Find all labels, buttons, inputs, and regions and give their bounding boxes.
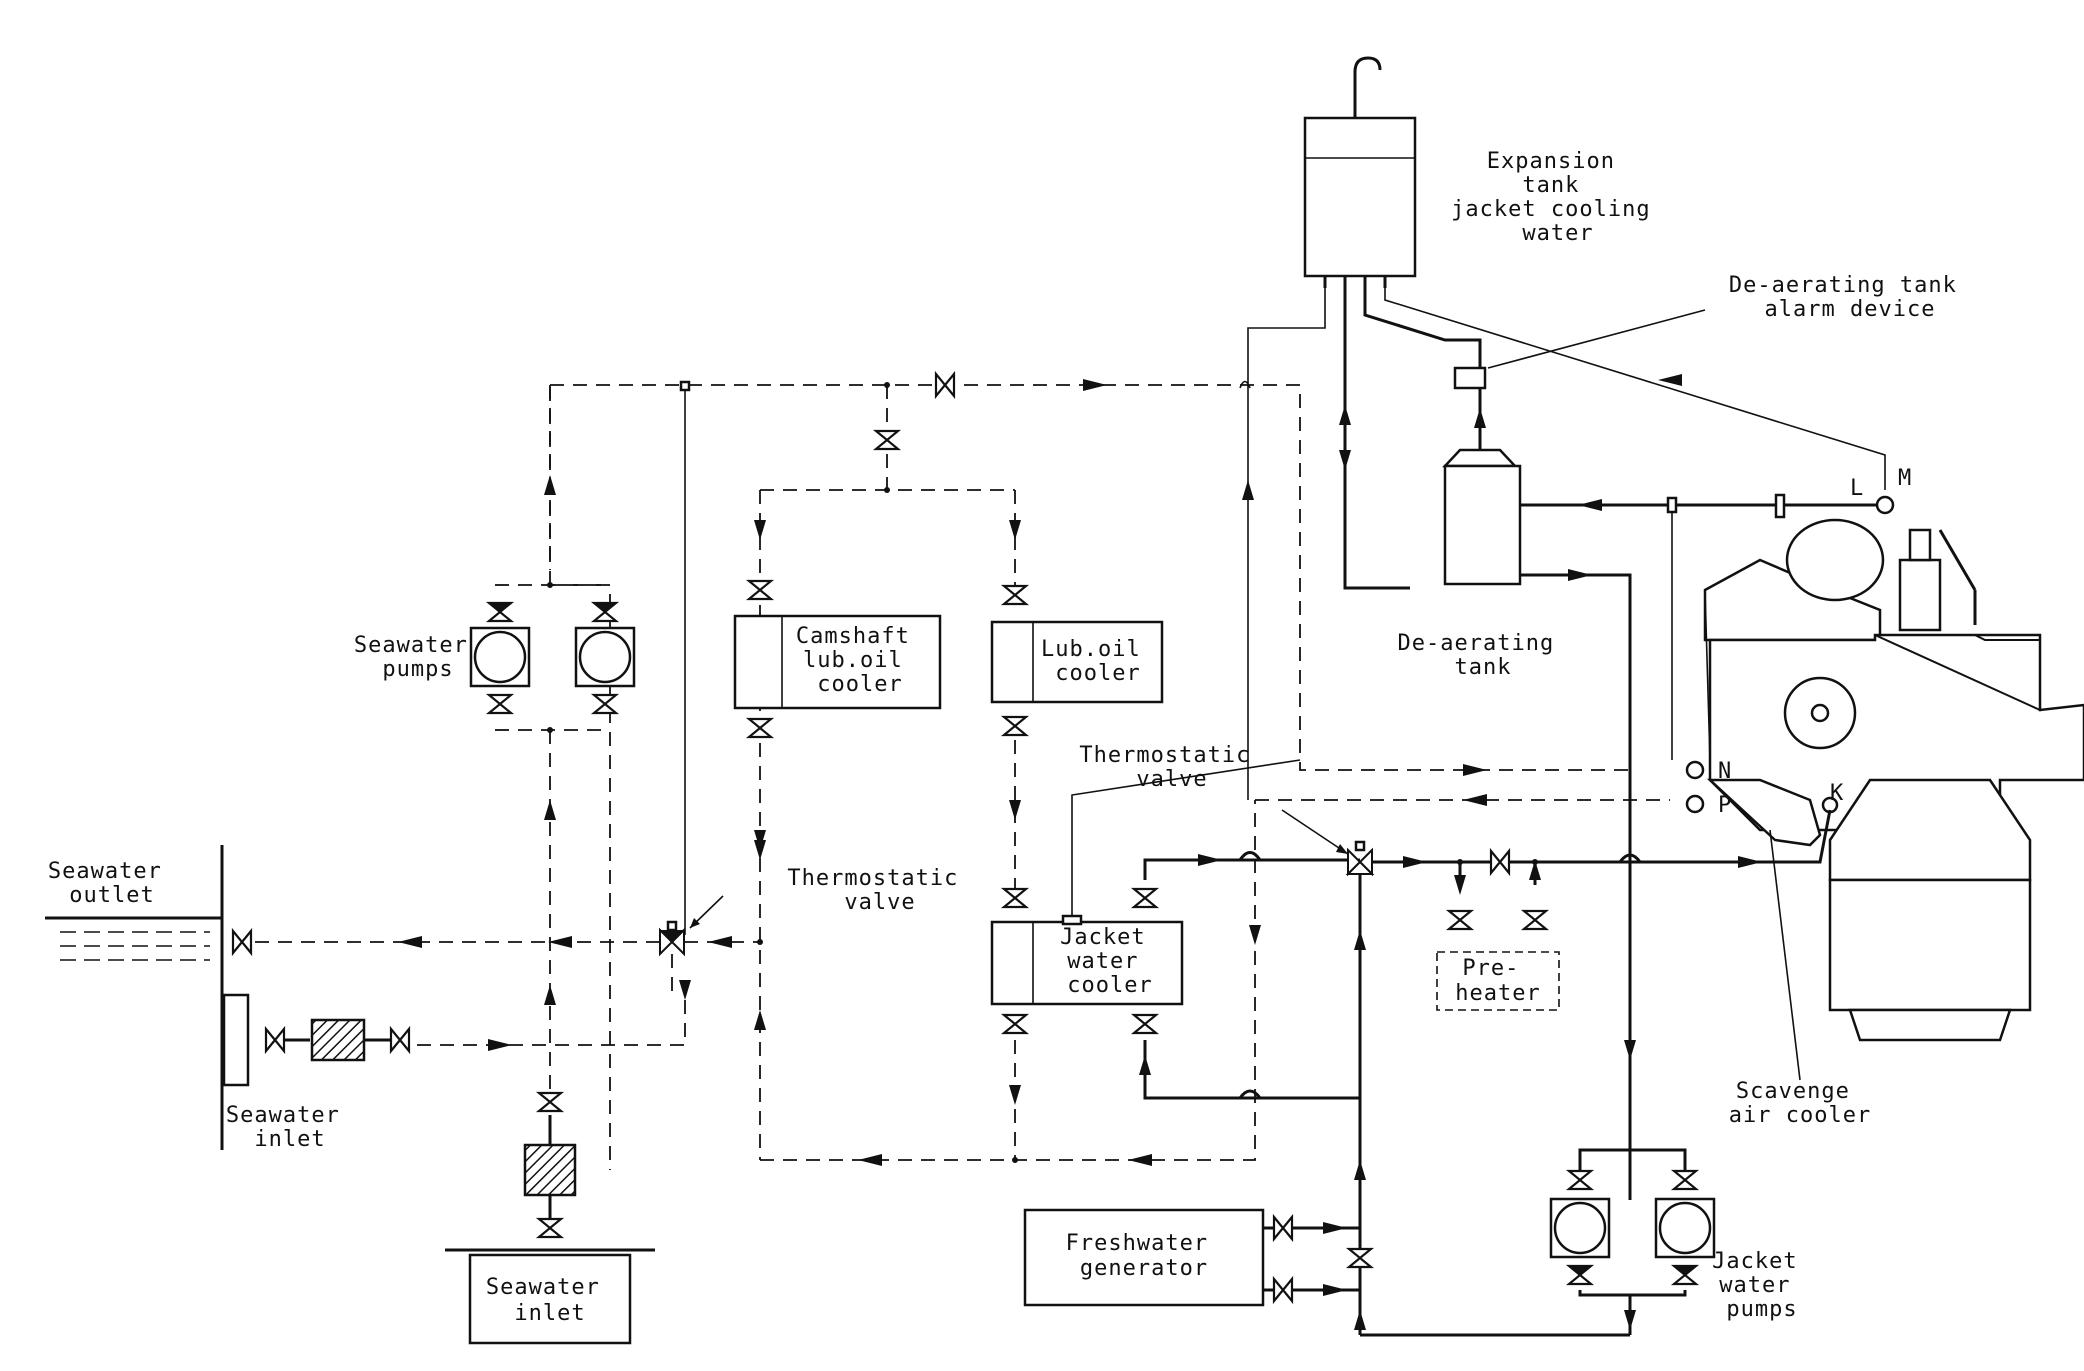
alarm-leader bbox=[1487, 309, 1706, 369]
scavenge-air-cooler-label: Scavenge air cooler bbox=[1729, 1079, 1871, 1128]
jacket-cooler-outlet bbox=[1143, 858, 1360, 880]
connection-K: K bbox=[1830, 781, 1844, 806]
connection-L-port bbox=[1875, 495, 1895, 515]
deaerating-tank bbox=[1442, 448, 1530, 586]
expansion-tank bbox=[1303, 56, 1417, 288]
seawater-inlet-box bbox=[468, 1253, 632, 1345]
jacket-supply-to-engine bbox=[1372, 809, 1832, 864]
connection-N: N bbox=[1718, 759, 1732, 784]
seawater-bottom-return bbox=[760, 800, 1256, 1161]
engine bbox=[1703, 518, 2084, 1042]
seawater-inlet-bottom-label: Seawater inlet bbox=[486, 1275, 614, 1326]
sea-chest-side bbox=[222, 993, 250, 1087]
freshwater-generator bbox=[1023, 1208, 1265, 1307]
jacket-water-pumps-label: Jacket water pumps bbox=[1712, 1249, 1812, 1322]
jacket-water-return-pipe bbox=[1530, 573, 1632, 1200]
connection-N-port bbox=[1685, 760, 1705, 780]
lub-oil-cooler bbox=[990, 620, 1164, 704]
camshaft-lub-oil-cooler bbox=[733, 614, 942, 710]
lub-oil-cooler-label: Lub.oil cooler bbox=[1041, 637, 1155, 686]
connection-M: M bbox=[1898, 466, 1912, 491]
thermostatic-valve-left-label: Thermostatic valve bbox=[787, 866, 972, 915]
seawater-pumps-label: Seawater pumps bbox=[354, 633, 482, 682]
connection-P: P bbox=[1718, 793, 1732, 818]
strainer-bottom bbox=[523, 1143, 577, 1197]
thermostatic-valve-left bbox=[659, 920, 685, 957]
preheater-label: Pre- heater bbox=[1455, 956, 1540, 1006]
strainer-side bbox=[310, 1018, 366, 1062]
freshwater-generator-label: Freshwater generator bbox=[1066, 1231, 1223, 1281]
dearating-tank-label: De-aerating tank bbox=[1398, 631, 1569, 680]
alarm-device bbox=[1453, 366, 1487, 390]
dearating-alarm-label: De-aerating tank alarm device bbox=[1729, 273, 1971, 322]
connection-L: L bbox=[1850, 476, 1864, 501]
jacket-water-cooler-label: Jacket water cooler bbox=[1060, 925, 1160, 998]
preheater bbox=[1436, 909, 1560, 1011]
seawater-inlet-side-label: Seawater inlet bbox=[226, 1103, 354, 1152]
expansion-to-deaerating-pipe bbox=[1343, 288, 1410, 590]
connection-P-port bbox=[1685, 794, 1705, 814]
thermostatic-valve-right bbox=[1345, 840, 1375, 877]
jacket-water-cooler bbox=[990, 920, 1184, 1006]
camshaft-cooler-label: Camshaft lub.oil cooler bbox=[796, 624, 924, 697]
thermostatic-valve-right-label: Thermostatic valve bbox=[1079, 743, 1264, 792]
expansion-tank-label: Expansion tank jacket cooling water bbox=[1451, 149, 1665, 246]
seawater-outlet-label: Seawater outlet bbox=[48, 859, 176, 908]
